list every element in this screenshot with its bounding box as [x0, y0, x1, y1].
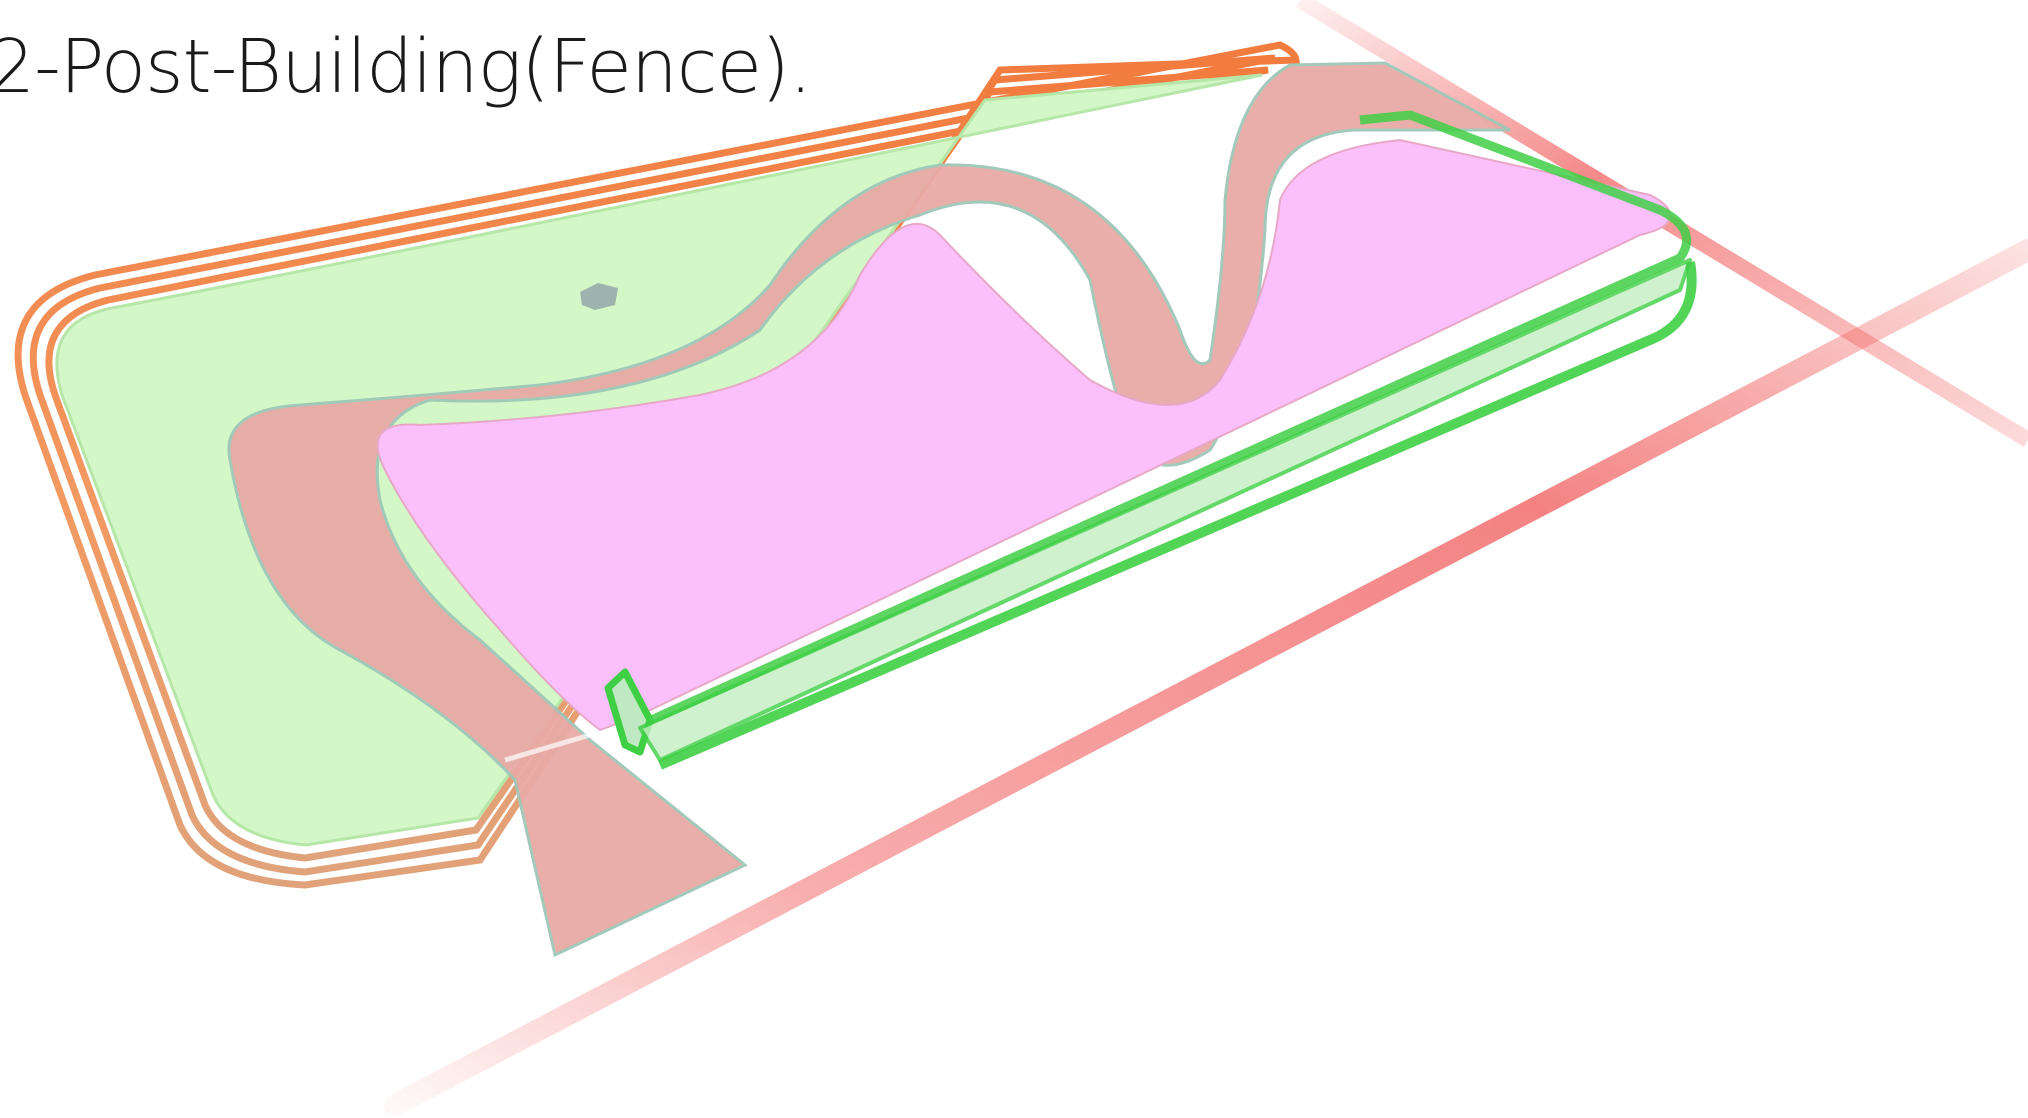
path-crossing-line: [504, 732, 591, 763]
fence-bottom-rail: [658, 261, 1697, 770]
fence-front-face: [638, 258, 1692, 762]
green-fence: [604, 110, 1697, 770]
fence-top-rail: [638, 110, 1692, 730]
site-boundary-middle: [29, 54, 1276, 876]
building-footprint: [376, 138, 1671, 732]
road-line-front: [384, 239, 2028, 1116]
site-boundary-outer: [14, 41, 1300, 889]
diagram-caption: 2-Post-Building(Fence).: [0, 24, 812, 110]
site-marker-icon: [580, 283, 618, 310]
